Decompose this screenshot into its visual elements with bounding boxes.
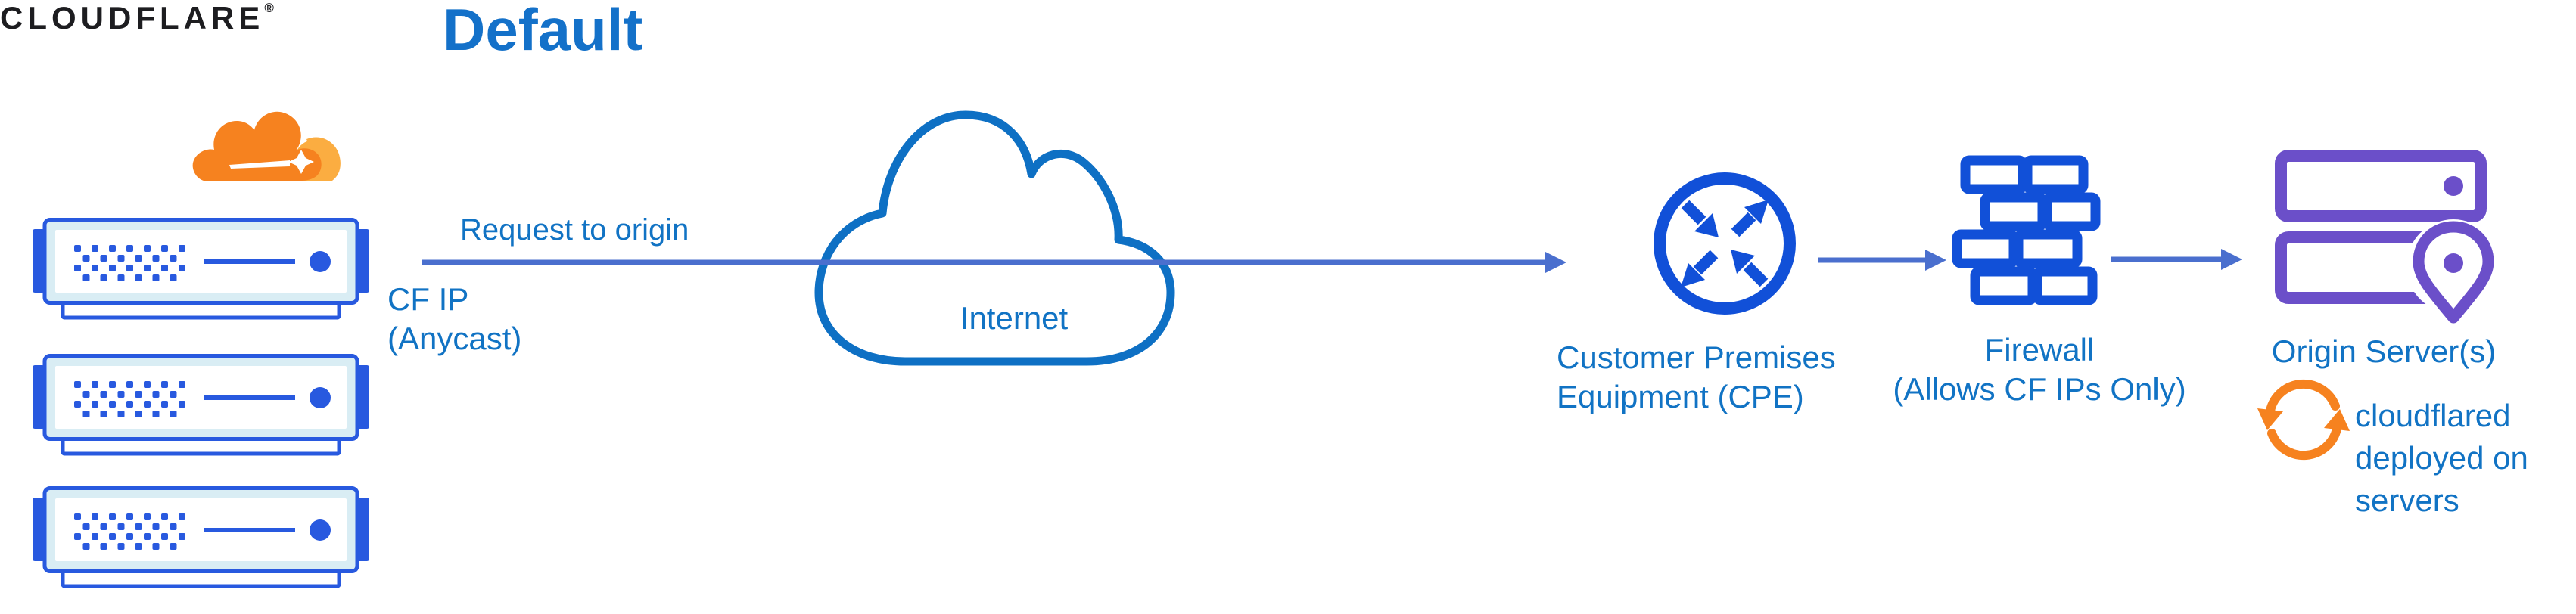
cloudflare-logo-cloud-icon bbox=[192, 111, 341, 182]
firewall-to-origin-arrow bbox=[2111, 249, 2242, 270]
internet-label: Internet bbox=[960, 300, 1069, 336]
internet-cloud-icon bbox=[814, 110, 1175, 366]
cpe-router-icon bbox=[1654, 172, 1796, 315]
cf-ip-anycast-label: CF IP (Anycast) bbox=[387, 281, 522, 356]
request-to-origin-label: Request to origin bbox=[460, 213, 689, 247]
cpe-to-firewall-arrow bbox=[1818, 250, 1946, 271]
firewall-label: Firewall (Allows CF IPs Only) bbox=[1893, 332, 2186, 407]
cloudflare-wordmark: CLOUDFLARE® bbox=[0, 0, 274, 36]
registered-mark: ® bbox=[264, 1, 274, 15]
edge-server-icon bbox=[33, 486, 369, 589]
page-title: Default bbox=[443, 0, 643, 63]
cloudflared-note-label: cloudflared deployed on servers bbox=[2355, 398, 2528, 518]
origin-servers-label: Origin Server(s) bbox=[2271, 333, 2497, 369]
cpe-label: Customer Premises Equipment (CPE) bbox=[1557, 340, 1836, 414]
firewall-brick-icon bbox=[1952, 155, 2101, 305]
edge-server-icon bbox=[33, 218, 369, 321]
sync-arrows-icon bbox=[2257, 379, 2350, 460]
request-arrow bbox=[422, 252, 1566, 273]
origin-servers-icon bbox=[2275, 150, 2500, 324]
edge-server-icon bbox=[33, 354, 369, 457]
location-pin-icon bbox=[2413, 221, 2494, 324]
